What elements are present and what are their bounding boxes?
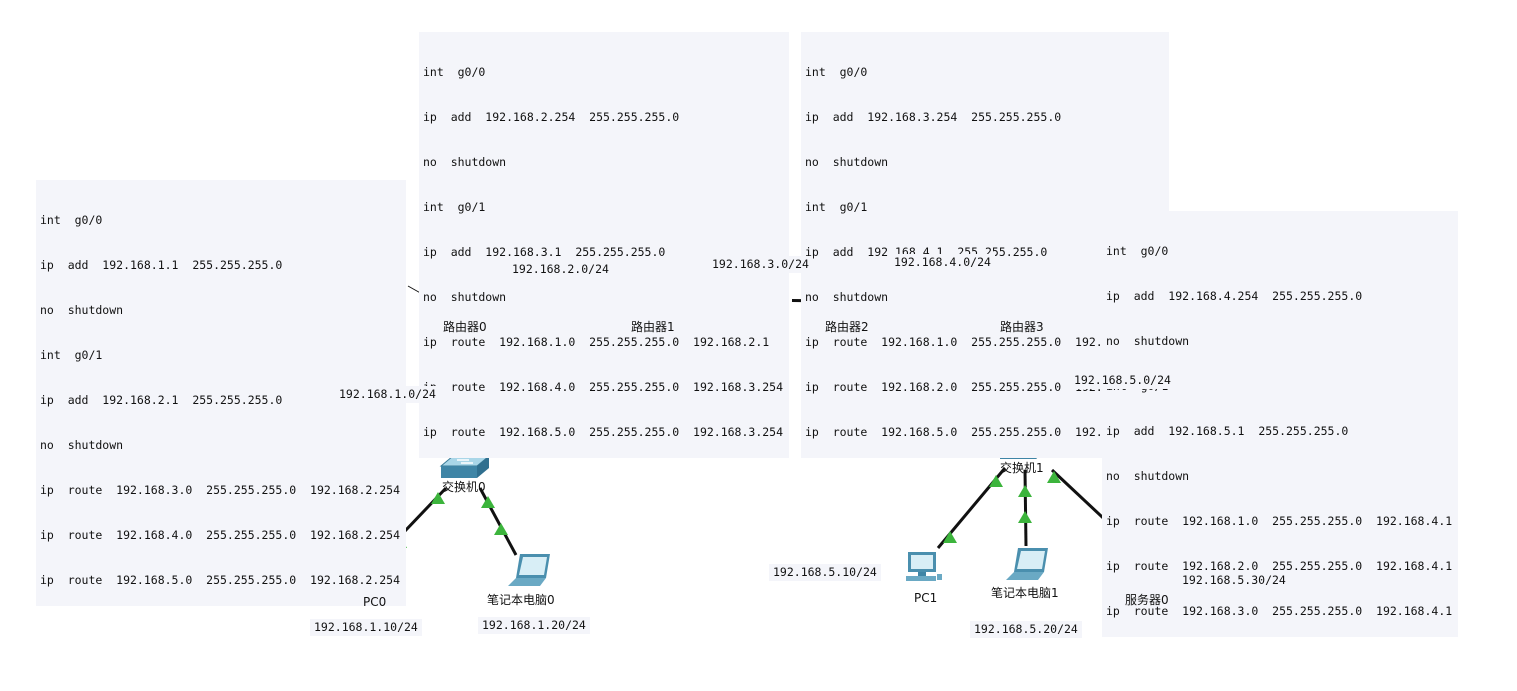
link-up-icon [1018,485,1032,497]
config-line: ip add 192.168.3.1 255.255.255.0 [423,245,666,259]
link-switch0-laptop0[interactable] [478,487,518,556]
pc0-ip-label: 192.168.1.10/24 [310,619,422,636]
config-line: ip route 192.168.1.0 255.255.255.0 192.1… [423,335,770,349]
config-line: int g0/0 [1106,244,1169,258]
config-line: no shutdown [40,303,124,317]
pc0-label: PC0 [363,595,387,609]
router3-config-note: int g0/0 ip add 192.168.4.254 255.255.25… [1102,211,1458,637]
pc1-label: PC1 [914,591,938,605]
network-label-3: 192.168.3.0/24 [708,256,813,273]
router1-label: 路由器1 [631,320,675,334]
server0-label: 服务器0 [1125,593,1169,607]
config-line: ip route 192.168.3.0 255.255.255.0 192.1… [40,483,401,497]
config-line: ip add 192.168.5.1 255.255.255.0 [1106,424,1349,438]
network-label-4: 192.168.4.0/24 [890,254,995,271]
router3-label: 路由器3 [1000,320,1044,334]
config-line: int g0/1 [40,348,103,362]
config-line: int g0/0 [40,213,103,227]
config-line: no shutdown [805,155,889,169]
laptop0-ip-label: 192.168.1.20/24 [478,617,590,634]
router0-label: 路由器0 [443,320,487,334]
pc1-ip-label: 192.168.5.10/24 [769,564,881,581]
config-line: no shutdown [805,290,889,304]
network-label-5: 192.168.5.0/24 [1070,372,1175,389]
config-line: ip route 192.168.3.0 255.255.255.0 192.1… [1106,604,1453,618]
config-line: int g0/0 [423,65,486,79]
config-line: ip route 192.168.4.0 255.255.255.0 192.1… [40,528,401,542]
link-switch1-laptop1[interactable] [1023,469,1028,547]
config-line: ip route 192.168.1.0 255.255.255.0 192.1… [1106,514,1453,528]
config-line: int g0/0 [805,65,868,79]
laptop1-icon[interactable] [1006,548,1048,580]
config-line: ip route 192.168.4.0 255.255.255.0 192.1… [423,380,784,394]
config-line: no shutdown [1106,334,1190,348]
link-up-icon [1018,511,1032,523]
config-line: int g0/1 [805,200,868,214]
link-up-icon [481,496,495,508]
laptop0-label: 笔记本电脑0 [487,593,555,607]
switch0-label: 交换机0 [442,480,486,494]
config-line: no shutdown [423,290,507,304]
config-line: no shutdown [40,438,124,452]
config-line: ip route 192.168.5.0 255.255.255.0 192.1… [423,425,784,439]
switch0-icon[interactable] [440,455,490,479]
laptop0-icon[interactable] [508,554,550,586]
config-line: ip add 192.168.2.1 255.255.255.0 [40,393,283,407]
config-line: ip route 192.168.5.0 255.255.255.0 192.1… [40,573,401,587]
config-line: ip add 192.168.2.254 255.255.255.0 [423,110,680,124]
config-line: no shutdown [423,155,507,169]
config-line: int g0/1 [423,200,486,214]
config-line: ip add 192.168.1.1 255.255.255.0 [40,258,283,272]
switch1-label: 交换机1 [1000,461,1044,475]
laptop1-label: 笔记本电脑1 [991,586,1059,600]
network-label-2: 192.168.2.0/24 [508,261,613,278]
link-up-icon [943,531,957,543]
config-line: ip route 192.168.2.0 255.255.255.0 192.1… [1106,559,1453,573]
config-line: ip add 192.168.4.254 255.255.255.0 [1106,289,1363,303]
link-up-icon [494,523,508,535]
network-label-1: 192.168.1.0/24 [335,386,440,403]
router1-config-note: int g0/0 ip add 192.168.2.254 255.255.25… [419,32,789,458]
router2-label: 路由器2 [825,320,869,334]
config-line: no shutdown [1106,469,1190,483]
config-line: ip add 192.168.3.254 255.255.255.0 [805,110,1062,124]
pc1-icon[interactable] [906,552,942,581]
laptop1-ip-label: 192.168.5.20/24 [970,621,1082,638]
server0-ip-label: 192.168.5.30/24 [1178,572,1290,589]
